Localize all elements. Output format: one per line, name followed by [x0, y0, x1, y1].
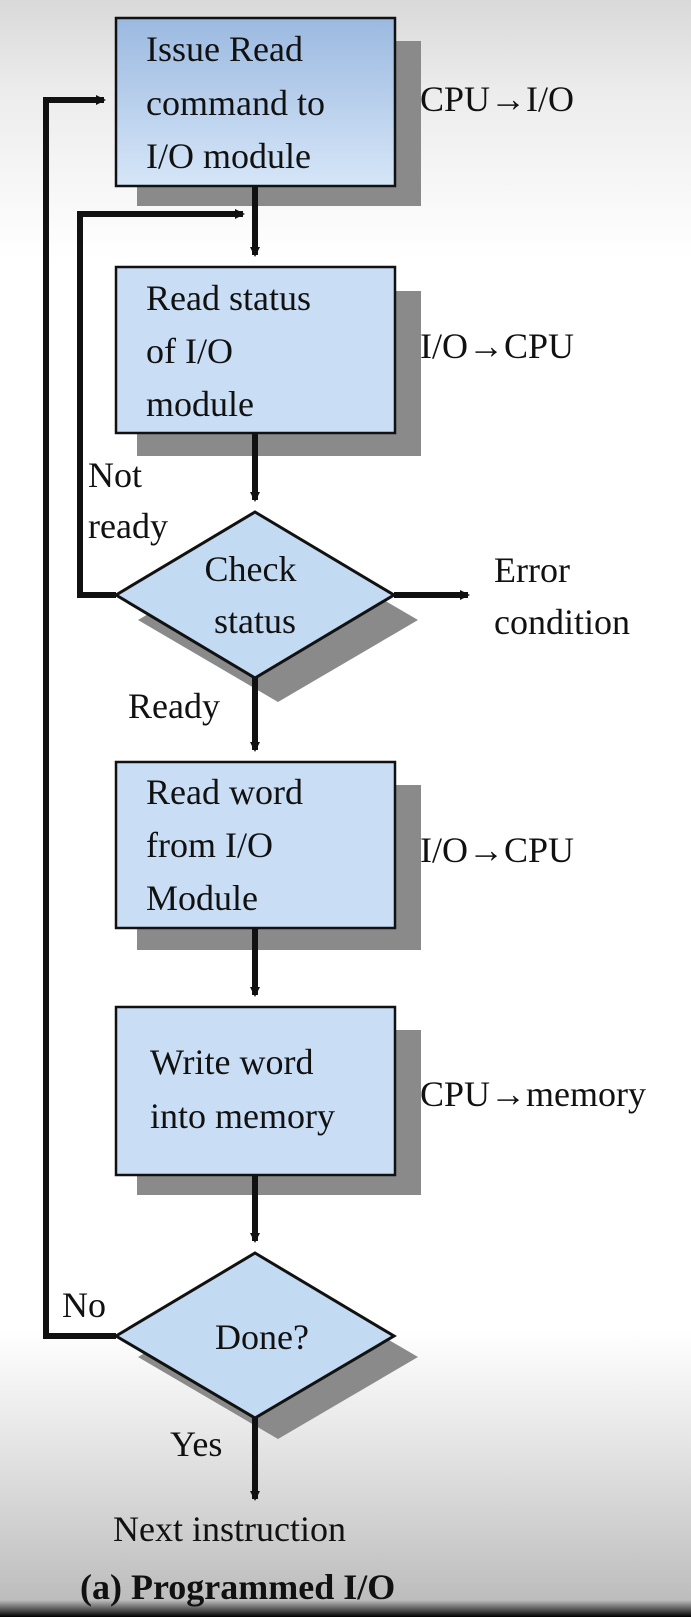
read-status-line-3: module — [146, 384, 254, 424]
issue-read-line-3: I/O module — [146, 136, 311, 176]
transfer-io-to-cpu-2: I/O→CPU — [420, 830, 574, 870]
ready-label: Ready — [128, 686, 220, 726]
read-status-line-2: of I/O — [146, 331, 233, 371]
transfer-cpu-to-memory: CPU→memory — [420, 1074, 646, 1114]
read-word-box — [114, 760, 397, 930]
arrow-not-ready-loop — [77, 209, 245, 598]
issue-read-line-2: command to — [146, 83, 325, 123]
issue-read-box — [114, 16, 397, 188]
issue-read-text: Issue Read command to I/O module — [146, 29, 334, 176]
read-status-box — [114, 265, 397, 435]
not-ready-label: Not ready — [88, 455, 168, 546]
not-ready-line-2: ready — [88, 506, 168, 546]
issue-read-line-1: Issue Read — [146, 29, 303, 69]
read-word-line-2: from I/O — [146, 825, 273, 865]
connectors — [43, 95, 470, 1501]
read-word-line-1: Read word — [146, 772, 303, 812]
check-status-line-2: status — [214, 601, 296, 641]
error-line-1: Error — [494, 550, 570, 590]
no-label: No — [62, 1285, 106, 1325]
read-word-line-3: Module — [146, 878, 258, 918]
check-status-text: Check status — [205, 549, 306, 641]
write-word-box — [114, 1005, 397, 1177]
arrow-no-loop — [43, 95, 116, 1339]
read-status-text: Read status of I/O module — [146, 278, 320, 424]
error-line-2: condition — [494, 602, 630, 642]
write-word-text: Write word into memory — [150, 1042, 335, 1136]
next-instruction-label: Next instruction — [113, 1509, 346, 1549]
write-word-line-1: Write word — [150, 1042, 314, 1082]
read-status-line-1: Read status — [146, 278, 311, 318]
read-word-text: Read word from I/O Module — [146, 772, 312, 918]
write-word-line-2: into memory — [150, 1096, 335, 1136]
check-status-line-1: Check — [205, 549, 297, 589]
error-condition-label: Error condition — [494, 550, 630, 642]
not-ready-line-1: Not — [88, 455, 142, 495]
transfer-io-to-cpu-1: I/O→CPU — [420, 326, 574, 366]
done-text: Done? — [215, 1317, 309, 1357]
yes-label: Yes — [170, 1424, 222, 1464]
done-line-1: Done? — [215, 1317, 309, 1357]
figure-caption: (a) Programmed I/O — [80, 1567, 395, 1607]
transfer-cpu-to-io: CPU→I/O — [420, 79, 574, 119]
